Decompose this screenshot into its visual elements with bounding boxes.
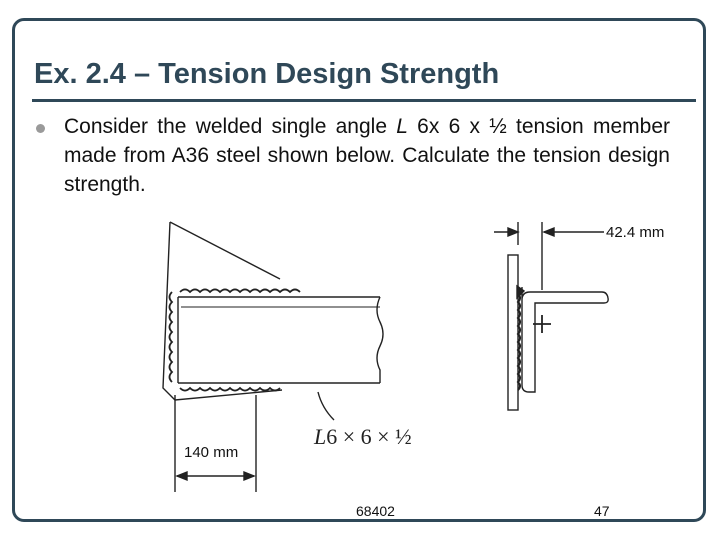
bullet-text-part1: Consider the welded single angle [64, 115, 397, 138]
section-label-letter: L [314, 424, 327, 449]
section-angle [521, 287, 609, 393]
section-weld [516, 293, 521, 391]
footer-id: 68402 [356, 503, 395, 519]
section-gusset [507, 254, 519, 411]
page-number: 47 [594, 503, 610, 519]
weld-top [179, 288, 301, 294]
weld-bottom [179, 386, 281, 392]
section-label-rest: 6 × 6 × ½ [326, 424, 412, 449]
slide-frame [12, 18, 706, 522]
label-leader [317, 391, 335, 421]
dim-label-length: 140 mm [184, 444, 239, 461]
weld-end [168, 291, 174, 383]
bullet-dot [36, 124, 45, 133]
bullet-text-italic: L [396, 115, 408, 138]
break-line [376, 296, 384, 383]
dim-label-gap: 42.4 mm [606, 224, 665, 241]
slide-title: Ex. 2.4 – Tension Design Strength [34, 58, 500, 90]
bullet-text: Consider the welded single angle L 6x 6 … [64, 112, 670, 199]
angle-member [177, 296, 380, 384]
bullet-text-part2: 6x 6 x ½ tension member made from A36 st… [64, 115, 670, 196]
section-label: L6 × 6 × ½ [314, 424, 412, 450]
title-underline [32, 99, 696, 102]
gusset-plate [162, 221, 283, 401]
